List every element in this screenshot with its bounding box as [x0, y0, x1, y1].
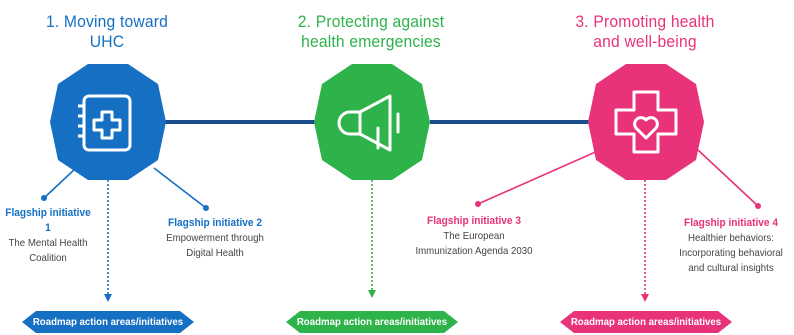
pillar-2-badge: [314, 64, 430, 180]
banner-shape-pillar-3: [560, 311, 732, 333]
pillar-title-line: 3. Promoting health: [575, 12, 715, 31]
initiative-heading: Flagship initiative 2: [168, 217, 262, 229]
octagon-shape: [314, 64, 430, 180]
initiative-line: Digital Health: [186, 247, 244, 259]
initiative-heading: Flagship initiative 4: [684, 217, 778, 229]
branch-dot-initiative-4: [755, 203, 761, 209]
pillar-title-line: health emergencies: [301, 32, 441, 51]
initiative-heading: Flagship initiative 1: [5, 207, 91, 234]
banner-shape-pillar-1: [22, 311, 194, 333]
initiative-line: The European: [443, 230, 505, 242]
pillar-title-emergencies: 2. Protecting against health emergencies: [293, 12, 449, 52]
pillar-1-badge: [50, 64, 166, 180]
pillar-3-badge: [588, 64, 704, 180]
cross-heart-icon: [614, 90, 678, 154]
banner-label-pillar-3: Roadmap action areas/initiatives: [570, 316, 722, 328]
pillar-title-line: UHC: [89, 32, 125, 51]
flagship-initiative-3: Flagship initiative 3 The European Immun…: [410, 214, 539, 259]
initiative-line: and cultural insights: [688, 262, 774, 274]
branch-line-initiative-2: [153, 167, 207, 209]
pillar-title-line: 2. Protecting against: [297, 12, 445, 31]
flagship-initiative-4: Flagship initiative 4 Healthier behavior…: [673, 216, 789, 276]
branch-line-initiative-3: [477, 149, 601, 205]
branch-dot-initiative-1: [41, 195, 47, 201]
digital-health-tablet-icon: [78, 94, 132, 152]
banner-label-pillar-2: Roadmap action areas/initiatives: [296, 316, 448, 328]
octagon-shape: [50, 64, 166, 180]
pillar-title-uhc: 1. Moving toward UHC: [29, 12, 185, 52]
arrowhead-pillar-3: [641, 294, 649, 302]
arrowhead-pillar-2: [368, 290, 376, 298]
octagon-shape: [588, 64, 704, 180]
pillar-title-line: and well-being: [593, 32, 697, 51]
banner-label-pillar-1: Roadmap action areas/initiatives: [32, 316, 184, 328]
initiative-line: Coalition: [29, 252, 67, 264]
branch-dot-initiative-3: [475, 201, 481, 207]
branch-line-initiative-4: [697, 149, 759, 207]
flagship-initiative-2: Flagship initiative 2 Empowerment throug…: [164, 216, 265, 261]
initiative-line: The Mental Health: [8, 237, 88, 249]
initiative-line: Immunization Agenda 2030: [415, 245, 533, 257]
megaphone-icon: [337, 94, 400, 152]
pillar-title-well-being: 3. Promoting health and well-being: [567, 12, 723, 52]
pillar-title-line: 1. Moving toward: [45, 12, 169, 31]
initiative-line: Empowerment through: [166, 232, 264, 244]
arrowhead-pillar-1: [104, 294, 112, 302]
initiative-line: Healthier behaviors:: [688, 232, 774, 244]
flagship-initiative-1: Flagship initiative 1 The Mental Health …: [4, 206, 92, 266]
initiative-heading: Flagship initiative 3: [427, 215, 521, 227]
branch-line-initiative-1: [43, 167, 77, 199]
branch-dot-initiative-2: [203, 205, 209, 211]
banner-shape-pillar-2: [286, 311, 458, 333]
initiative-line: Incorporating behavioral: [679, 247, 783, 259]
